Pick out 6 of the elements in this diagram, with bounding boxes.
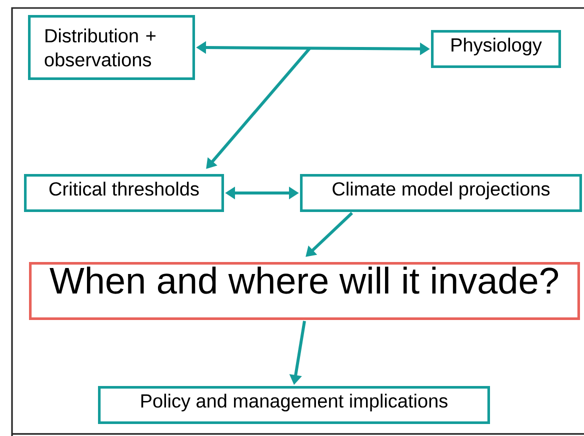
process-box: Distribution + observations <box>28 15 195 80</box>
process-box: Physiology <box>431 30 561 68</box>
question-box: When and where will it invade? <box>29 262 580 320</box>
process-box: Climate model projections <box>300 174 582 212</box>
process-box: Critical thresholds <box>24 174 224 212</box>
process-box: Policy and management implications <box>98 386 490 424</box>
